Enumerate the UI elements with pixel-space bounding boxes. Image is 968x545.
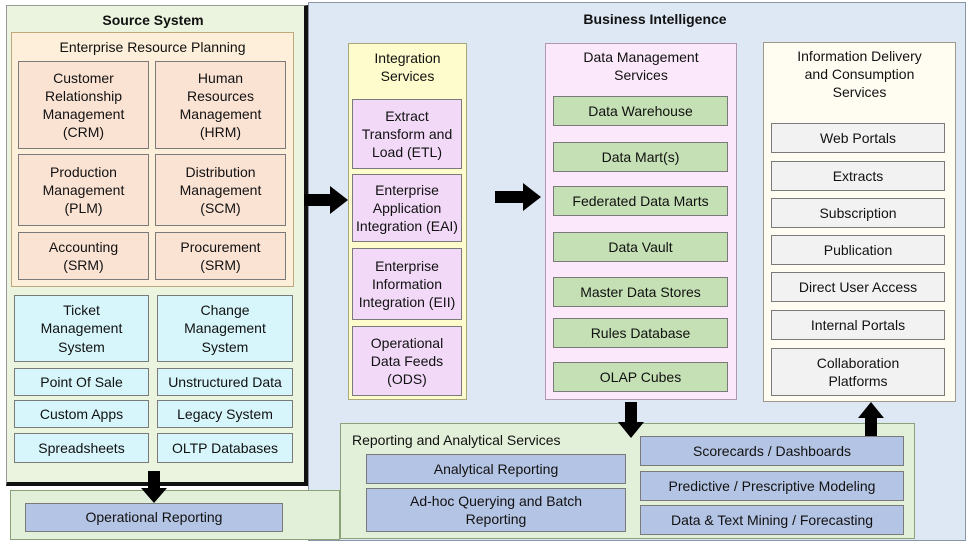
dm-data-marts: Data Mart(s) xyxy=(553,142,728,172)
source-spreadsheets: Spreadsheets xyxy=(14,433,149,463)
arrow-integration-to-data-management xyxy=(495,183,541,211)
reporting-data-text-mining: Data & Text Mining / Forecasting xyxy=(640,505,904,535)
reporting-title: Reporting and Analytical Services xyxy=(352,432,561,448)
delivery-collaboration-platforms: Collaboration Platforms xyxy=(771,348,945,396)
arrow-reporting-to-delivery xyxy=(858,402,884,436)
erp-item-accounting: Accounting (SRM) xyxy=(18,232,149,280)
source-unstructured-data: Unstructured Data xyxy=(157,368,293,396)
delivery-publication: Publication xyxy=(771,235,945,265)
erp-item-hrm: Human Resources Management (HRM) xyxy=(155,61,286,149)
reporting-scorecards-dashboards: Scorecards / Dashboards xyxy=(640,436,904,466)
integration-eii: Enterprise Information Integration (EII) xyxy=(352,248,462,320)
dm-federated-data-marts: Federated Data Marts xyxy=(553,186,728,216)
delivery-web-portals: Web Portals xyxy=(771,123,945,153)
source-legacy-system: Legacy System xyxy=(157,400,293,428)
integration-eai: Enterprise Application Integration (EAI) xyxy=(352,174,462,242)
reporting-adhoc-querying: Ad-hoc Querying and Batch Reporting xyxy=(366,488,626,532)
delivery-extracts: Extracts xyxy=(771,161,945,191)
arrow-source-to-integration xyxy=(304,186,348,214)
dm-rules-database: Rules Database xyxy=(553,318,728,348)
arrow-data-management-to-reporting xyxy=(618,402,644,438)
integration-ods: Operational Data Feeds (ODS) xyxy=(352,326,462,396)
dm-data-vault: Data Vault xyxy=(553,232,728,262)
business-intelligence-title: Business Intelligence xyxy=(583,11,727,27)
erp-item-plm: Production Management (PLM) xyxy=(18,154,149,226)
erp-title: Enterprise Resource Planning xyxy=(59,39,246,55)
arrow-source-to-operational-reporting xyxy=(141,471,167,503)
source-custom-apps: Custom Apps xyxy=(14,400,149,428)
delivery-direct-user-access: Direct User Access xyxy=(771,272,945,302)
source-ticket-management: Ticket Management System xyxy=(14,295,149,362)
erp-item-crm: Customer Relationship Management (CRM) xyxy=(18,61,149,149)
operational-reporting-box: Operational Reporting xyxy=(25,503,283,532)
reporting-analytical-reporting: Analytical Reporting xyxy=(366,454,626,484)
data-management-title: Data Management Services xyxy=(583,49,699,84)
delivery-subscription: Subscription xyxy=(771,198,945,228)
integration-services-title: Integration Services xyxy=(374,50,441,85)
erp-item-procurement: Procurement (SRM) xyxy=(155,232,286,280)
dm-olap-cubes: OLAP Cubes xyxy=(553,362,728,392)
source-system-title: Source System xyxy=(102,12,204,28)
reporting-predictive-modeling: Predictive / Prescriptive Modeling xyxy=(640,471,904,501)
information-delivery-title: Information Delivery and Consumption Ser… xyxy=(797,48,922,101)
integration-etl: Extract Transform and Load (ETL) xyxy=(352,99,462,169)
dm-data-warehouse: Data Warehouse xyxy=(553,96,728,126)
dm-master-data-stores: Master Data Stores xyxy=(553,277,728,307)
erp-item-scm: Distribution Management (SCM) xyxy=(155,154,286,226)
delivery-internal-portals: Internal Portals xyxy=(771,310,945,340)
source-change-management: Change Management System xyxy=(157,295,293,362)
source-point-of-sale: Point Of Sale xyxy=(14,368,149,396)
source-oltp-databases: OLTP Databases xyxy=(157,433,293,463)
